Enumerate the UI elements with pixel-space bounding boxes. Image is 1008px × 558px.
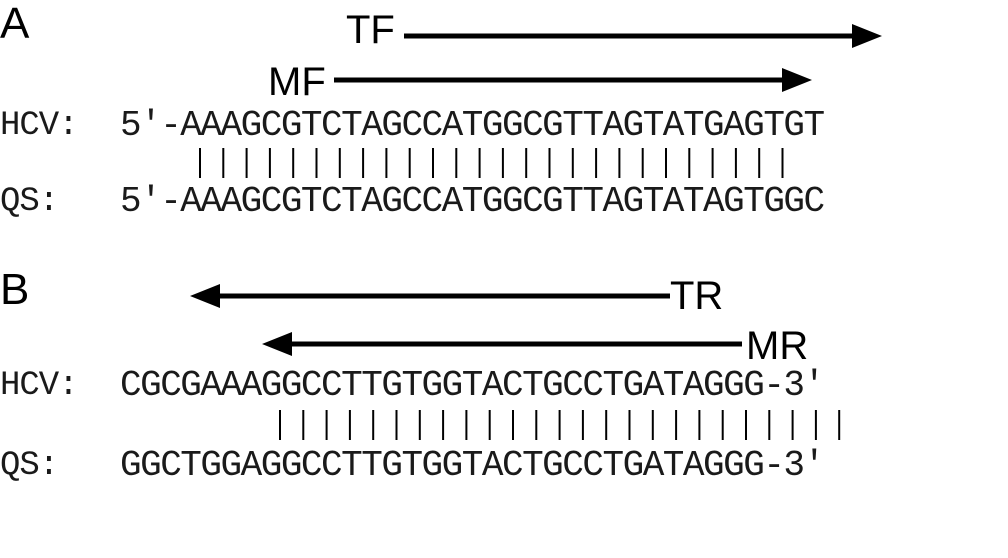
tr-reverse-arrow [190,284,670,308]
panel-a-hcv-label: HCV: [0,107,79,145]
tf-forward-arrow [404,24,882,48]
mf-primer-label: MF [268,60,326,104]
panel-b-match-bars [279,410,841,440]
panel-b-hcv-sequence: CGCGAAAGGCCTTGTGGTACTGCCTGATAGGG-3′ [120,365,825,406]
mr-reverse-arrow [262,332,742,356]
tf-primer-label: TF [346,8,395,52]
panel-b-hcv-label: HCV: [0,367,79,405]
tr-primer-label: TR [670,274,724,318]
panel-a-match-bars [199,148,784,178]
panel-a-label: A [0,0,30,48]
panel-b-qs-sequence: GGCTGGAGGCCTTGTGGTACTGCCTGATAGGG-3′ [120,445,825,486]
mf-forward-arrow [334,68,812,92]
panel-b-label: B [0,265,30,314]
mr-primer-label: MR [746,324,809,368]
panel-b-qs-label: QS: [0,447,59,485]
panel-a-qs-sequence: 5′-AAAGCGTCTAGCCATGGCGTTAGTATAGTGGC [120,181,825,222]
panel-a-hcv-sequence: 5′-AAAGCGTCTAGCCATGGCGTTAGTATGAGTGT [120,105,825,146]
panel-a-qs-label: QS: [0,183,59,221]
